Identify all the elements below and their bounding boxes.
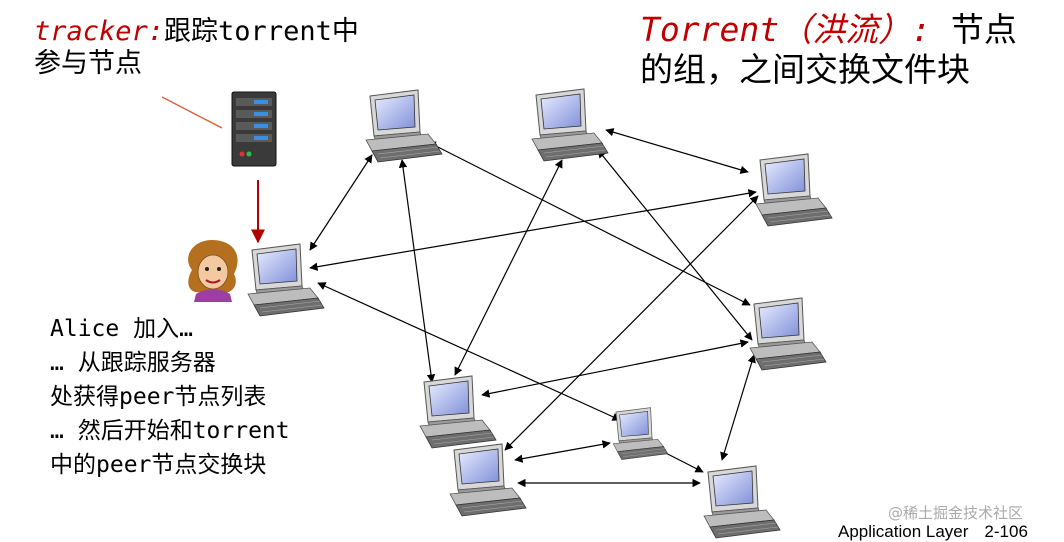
link-pc2-pc3 <box>605 128 749 174</box>
tracker-line1: 跟踪torrent中 <box>164 16 359 47</box>
tracker-caption: tracker:跟踪torrent中 参与节点 <box>34 16 359 80</box>
torrent-keyword: Torrent（洪流）: <box>640 10 931 49</box>
alice-line-3: 处获得peer节点列表 <box>50 384 267 410</box>
computer-icon <box>247 243 325 317</box>
computer-icon <box>703 465 781 539</box>
peer-links <box>309 128 759 488</box>
computer-icon <box>755 153 833 227</box>
tracker-line2: 参与节点 <box>34 48 142 79</box>
alice-line-1: Alice 加入… <box>50 316 193 342</box>
tracker-pointer-line <box>161 96 223 129</box>
link-pc2-pc5 <box>597 149 753 341</box>
tracker-keyword: tracker: <box>34 16 165 47</box>
server-icon <box>231 91 277 167</box>
alice-line-2: … 从跟踪服务器 <box>50 350 216 376</box>
link-pc5-pc9 <box>720 354 756 461</box>
link-pc1-pc5 <box>427 141 751 306</box>
link-pc1-pc6 <box>398 159 436 383</box>
slide-footer: Application Layer 2-106 <box>838 522 1028 542</box>
link-pc1-alice <box>309 154 373 251</box>
link-pc2-pc6 <box>454 159 563 376</box>
torrent-line1: 节点 <box>930 10 1017 49</box>
torrent-line2: 的组，之间交换文件块 <box>640 50 970 89</box>
computer-icon <box>531 88 609 162</box>
computer-icon <box>419 375 497 449</box>
computer-icon <box>612 407 669 460</box>
watermark: @稀土掘金技术社区 <box>888 504 1024 522</box>
footer-page: 2-106 <box>984 522 1028 541</box>
footer-section: Application Layer <box>838 522 969 541</box>
alice-caption: Alice 加入… … 从跟踪服务器 处获得peer节点列表 … 然后开始和to… <box>50 312 290 482</box>
alice-line-4: … 然后开始和torrent <box>50 418 290 444</box>
alice-avatar-icon <box>188 240 238 302</box>
link-pc5-pc6 <box>481 339 749 398</box>
torrent-caption: Torrent（洪流）: 节点 的组，之间交换文件块 <box>640 10 1017 90</box>
computer-icon <box>749 297 827 371</box>
alice-line-5: 中的peer节点交换块 <box>50 452 267 478</box>
computer-icon <box>365 89 443 163</box>
link-pc8-pc7 <box>514 440 611 463</box>
computer-icon <box>449 443 527 517</box>
link-pc3-alice <box>309 189 757 271</box>
